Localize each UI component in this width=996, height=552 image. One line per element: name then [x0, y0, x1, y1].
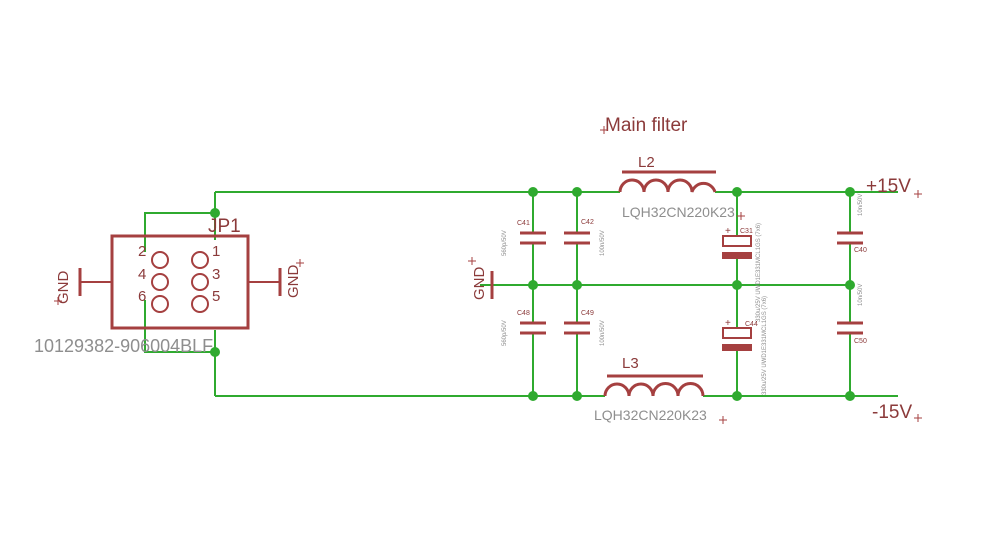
capacitor-c50: C50 10n/50V [837, 284, 867, 345]
connector-pin [151, 295, 169, 313]
capacitor-ref: C48 [517, 310, 530, 317]
junctions [210, 187, 855, 401]
gnd-label-filter: GND [471, 267, 488, 301]
capacitor-value: 10n/50V [858, 194, 864, 216]
capacitor-value: 560p/50V [502, 320, 508, 346]
inductor-l3: L3 LQH32CN220K23 [594, 355, 727, 424]
junction-dot [732, 391, 742, 401]
connector-part-number: 10129382-906004BLF [34, 336, 213, 356]
title-group: Main filter [600, 115, 688, 136]
capacitor-ref: C40 [854, 247, 867, 254]
inductor-value: LQH32CN220K23 [622, 204, 735, 220]
connector-pin [191, 295, 209, 313]
pin-number: 5 [212, 288, 220, 305]
capacitor-c49: C49 100n/50V [564, 310, 606, 346]
connector-pin [151, 251, 169, 269]
junction-dot [528, 280, 538, 290]
junction-dot [210, 347, 220, 357]
junction-dot [572, 391, 582, 401]
capacitor-value: 330u/25V UWD1E331MCL1GS (7x6) [756, 223, 762, 322]
gnd-label-left: GND [55, 271, 72, 305]
connector-ref: JP1 [208, 216, 241, 237]
junction-dot [210, 208, 220, 218]
pin-number: 3 [212, 266, 220, 283]
pin-number: 1 [212, 243, 220, 260]
inductor-ref: L3 [622, 355, 639, 372]
gnd-symbol-filter: GND [468, 257, 494, 301]
junction-dot [845, 187, 855, 197]
capacitor-c41: C41 560p/50V [502, 220, 546, 256]
junction-dot [572, 280, 582, 290]
capacitor-value: 560p/50V [502, 230, 508, 256]
pin-number: 2 [138, 243, 146, 260]
inductor-ref: L2 [638, 154, 655, 171]
junction-dot [732, 280, 742, 290]
connector-body [110, 234, 250, 330]
electrolytic-body [722, 235, 752, 247]
capacitor-ref: C50 [854, 338, 867, 345]
electrolytic-plate [722, 252, 752, 259]
capacitor-c31: + C31 330u/25V UWD1E331MCL1GS (7x6) [722, 223, 762, 322]
capacitor-ref: C44 [745, 321, 758, 328]
pin-number: 6 [138, 288, 146, 305]
plus-sign: + [725, 226, 731, 237]
capacitor-ref: C49 [581, 310, 594, 317]
junction-dot [845, 280, 855, 290]
capacitor-c42: C42 100n/50V [564, 219, 606, 256]
capacitor-c40: C40 10n/50V [837, 194, 867, 254]
capacitor-ref: C42 [581, 219, 594, 226]
junction-dot [528, 187, 538, 197]
pin-number: 4 [138, 266, 146, 283]
connector-pin [191, 251, 209, 269]
capacitor-value: 100n/50V [600, 320, 606, 346]
negative-rail-label: -15V [872, 402, 912, 423]
capacitor-value: 10n/50V [858, 284, 864, 306]
capacitor-ref: C41 [517, 220, 530, 227]
gnd-label-connector: GND [285, 265, 302, 299]
junction-dot [572, 187, 582, 197]
schematic-title: Main filter [605, 115, 688, 136]
inductor-value: LQH32CN220K23 [594, 407, 707, 423]
connector-pin [151, 273, 169, 291]
plus-sign: + [725, 318, 731, 329]
gnd-symbol-connector-right: GND [248, 259, 304, 298]
capacitor-c48: C48 560p/50V [502, 310, 546, 346]
connector-pin [191, 273, 209, 291]
gnd-symbol-left: GND [54, 268, 112, 305]
capacitor-c44: + C44 330u/25V UWD1E331MCL1GS (7x6) [722, 296, 768, 395]
inductor-l2: L2 LQH32CN220K23 [618, 154, 745, 220]
electrolytic-body [722, 327, 752, 339]
junction-dot [845, 391, 855, 401]
positive-rail-label: +15V [866, 176, 911, 197]
capacitor-value: 100n/50V [600, 230, 606, 256]
electrolytic-plate [722, 344, 752, 351]
rail-labels: +15V -15V [866, 176, 922, 423]
capacitor-ref: C31 [740, 228, 753, 235]
junction-dot [528, 391, 538, 401]
capacitor-value: 330u/25V UWD1E331MCL1GS (7x6) [762, 296, 768, 395]
junction-dot [732, 187, 742, 197]
